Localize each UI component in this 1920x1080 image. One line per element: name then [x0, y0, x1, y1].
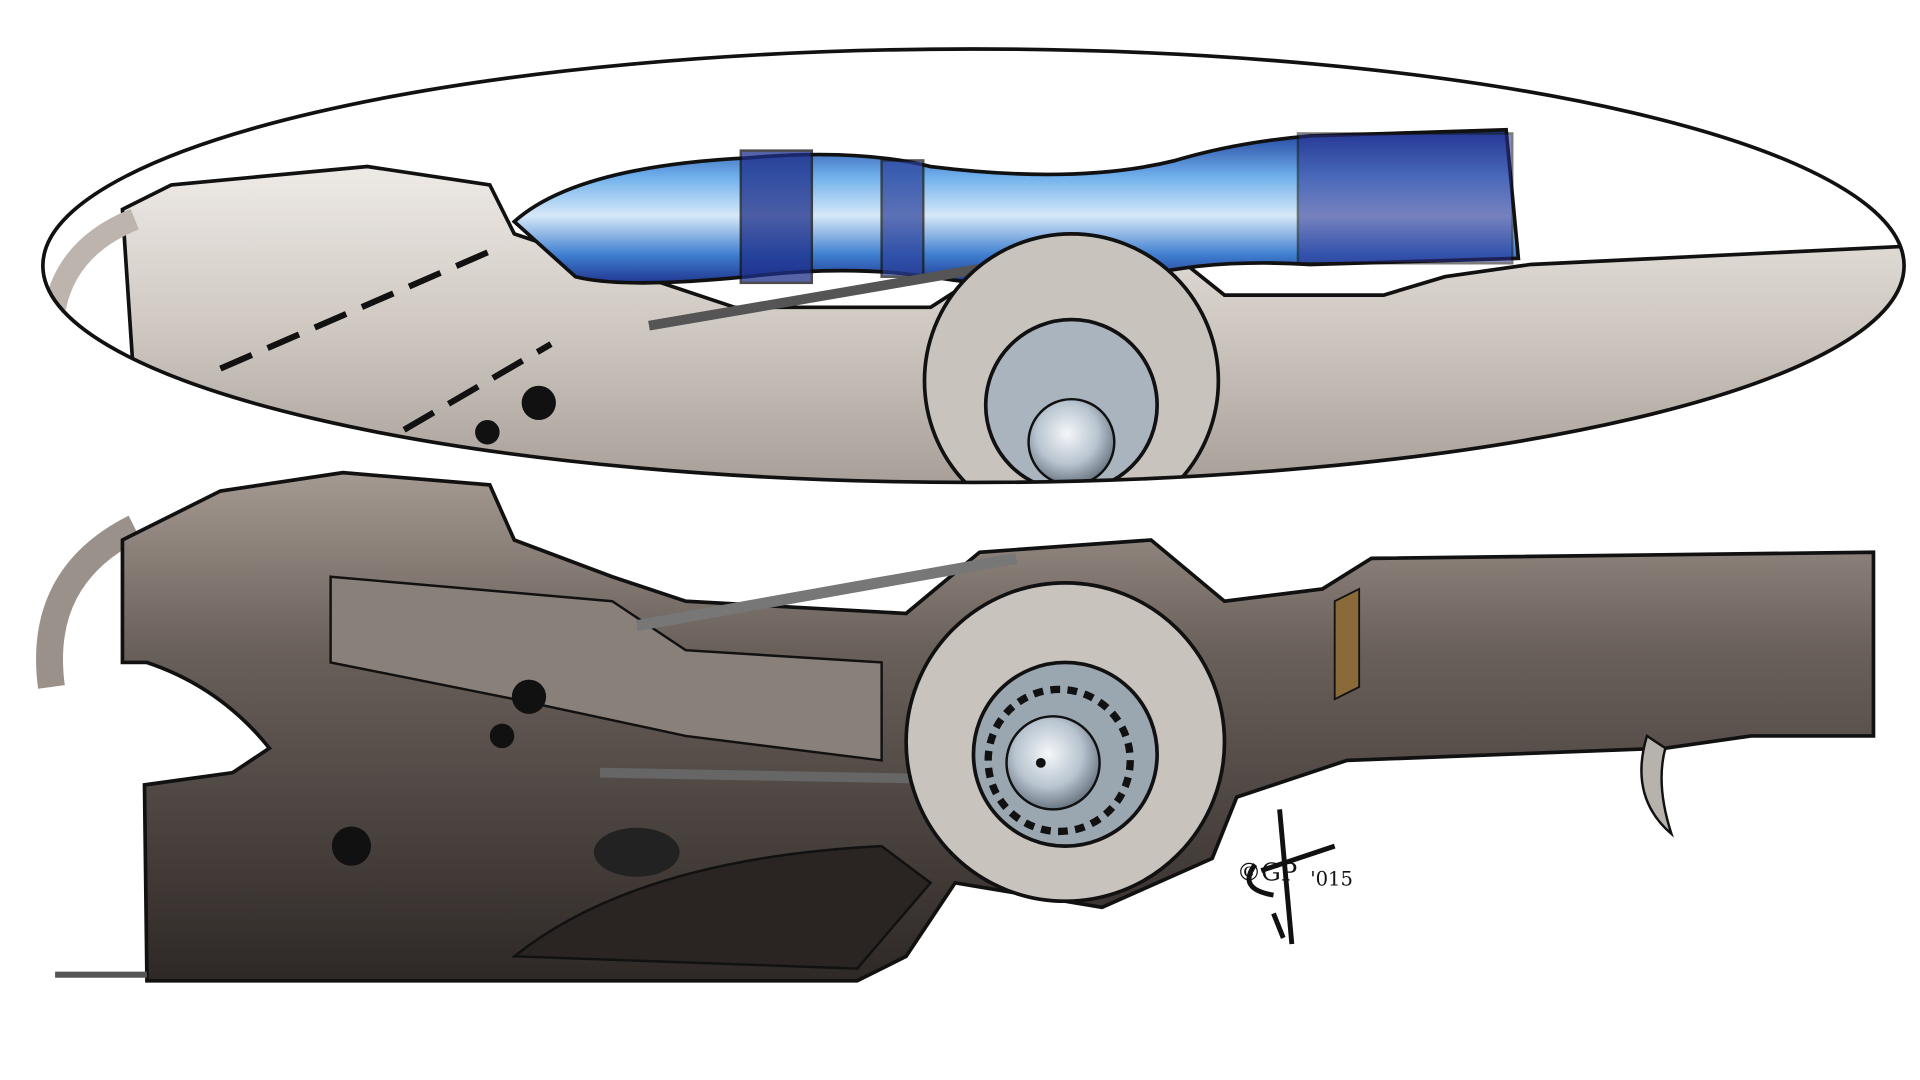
hub-center-dot: [1035, 757, 1046, 768]
casing-hole: [511, 679, 547, 714]
lower-floor: [510, 844, 933, 970]
casing-port: [593, 827, 680, 877]
inset-pipe-band: [880, 159, 925, 278]
hub-center: [1005, 715, 1101, 811]
inset-ellipse-view: [44, 127, 1905, 483]
inset-dashed-line: [219, 243, 553, 433]
hose: [36, 515, 141, 689]
inset-hub-center: [1027, 397, 1116, 483]
signature-year: '015: [1310, 867, 1353, 890]
signature-mark: ©GP: [1237, 857, 1297, 886]
inset-hole: [521, 385, 556, 420]
bronze-strip: [1333, 587, 1361, 701]
upper-panel: [329, 575, 883, 762]
hub-bolt-ring: [984, 685, 1134, 836]
signature-strokes: [1246, 809, 1336, 945]
pushrod-lower: [599, 767, 931, 784]
rear-hook: [1640, 733, 1674, 838]
inset-pipe-tip: [1296, 132, 1514, 265]
inset-pipe-clamp: [739, 149, 814, 285]
artist-signature: ©GP '015: [1237, 809, 1353, 945]
main-gearbox: [36, 470, 1876, 983]
casing-hole: [489, 723, 515, 749]
pushrod-upper: [635, 552, 1018, 632]
inset-ellipse-border: [41, 47, 1906, 485]
inset-hose: [44, 208, 139, 310]
casing-hole: [331, 826, 372, 866]
inset-hole: [475, 420, 500, 445]
